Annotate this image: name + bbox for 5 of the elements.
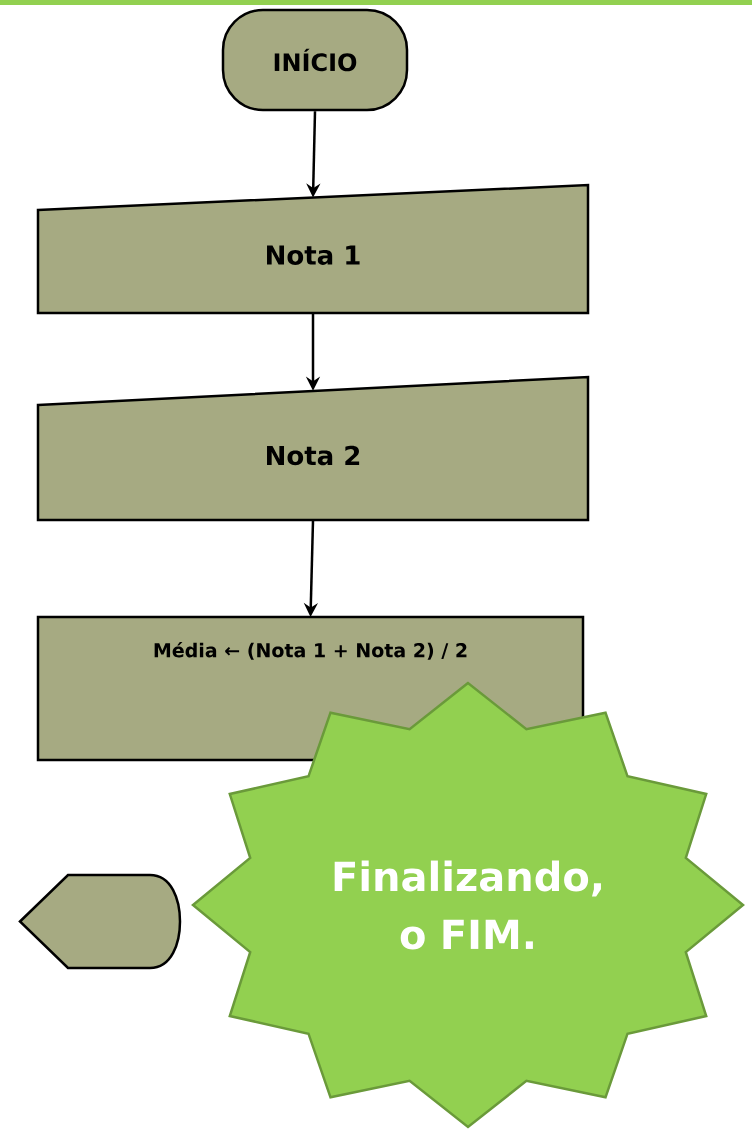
start-terminal: INÍCIO bbox=[221, 8, 409, 112]
star-callout: Finalizando, o FIM. bbox=[191, 681, 745, 1129]
input-box: Nota 1 bbox=[36, 183, 590, 315]
input-box: Nota 2 bbox=[36, 375, 590, 522]
display-shape bbox=[18, 873, 182, 970]
